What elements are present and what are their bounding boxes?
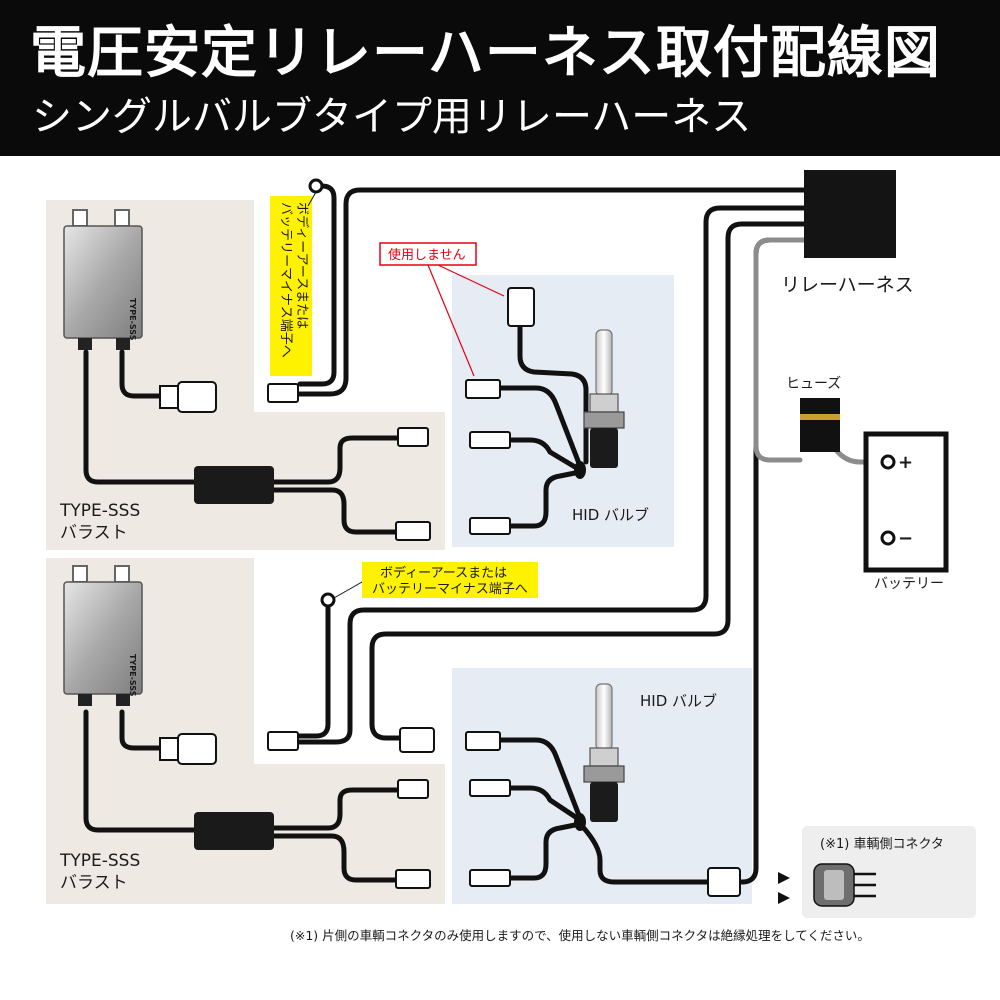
ballast-unit-icon	[63, 209, 143, 350]
wiring-diagram: リレーハーネス ヒューズ + − バッテリー TYPE-SSS TYPE-SSS	[46, 170, 976, 943]
wire-ground-lower	[293, 597, 331, 739]
wire-relay-lower-ballast	[369, 221, 809, 741]
bulb-panel-upper	[452, 275, 674, 547]
battery-label: バッテリー	[874, 576, 944, 592]
connector-icon	[159, 733, 217, 765]
wire-ballast-lower-hv	[119, 709, 163, 751]
connector-icon	[465, 379, 501, 399]
wire-fuse-battery	[833, 447, 879, 465]
ground-note-pointer	[333, 581, 363, 599]
relay-harness-label: リレーハーネス	[781, 274, 914, 296]
wire-igniter-lower-b	[269, 833, 399, 883]
vehicle-connector-label: (※1) 車輌側コネクタ	[820, 837, 944, 852]
wire-ballast-upper-hv	[119, 349, 163, 399]
connector-icon	[267, 383, 299, 403]
connector-icon	[813, 863, 876, 907]
fuse-icon	[800, 398, 840, 452]
wire-upper-bulb-hv	[497, 385, 583, 469]
wire-upper-bulb-a	[507, 437, 583, 473]
ballast-label-upper-2: バラスト	[60, 523, 128, 543]
wire-upper-bulb-b	[507, 469, 583, 529]
connector-icon	[465, 731, 501, 751]
battery-minus-sign: −	[898, 528, 913, 549]
ballast-case-text: TYPE-SSS	[128, 298, 137, 341]
igniter-box-icon	[194, 466, 274, 504]
hid-bulb-label-upper: HID バルブ	[572, 506, 649, 524]
ring-terminal-icon	[320, 592, 336, 608]
connector-icon	[399, 727, 435, 753]
wire-ground-upper	[297, 183, 337, 387]
connector-icon	[469, 869, 511, 887]
footnote: (※1) 片側の車輌コネクタのみ使用しますので、使用しない車輌側コネクタは絶縁処…	[290, 928, 870, 943]
battery-icon	[863, 431, 949, 573]
wire-lower-bulb-hv	[495, 737, 583, 821]
ballast-label-upper-1: TYPE-SSS	[59, 501, 140, 521]
connector-icon	[395, 869, 431, 889]
battery-plus-sign: +	[898, 452, 913, 473]
ground-note-lower-line2: バッテリーマイナス端子へ	[372, 582, 528, 597]
page-subtitle: シングルバルブタイプ用リレーハーネス	[32, 94, 752, 140]
wire-igniter-upper-a	[269, 435, 401, 485]
wire-relay-upper-ballast	[287, 187, 809, 397]
connector-icon	[507, 287, 535, 327]
connector-icon	[397, 427, 429, 447]
wire-ballast-upper-igniter	[83, 349, 199, 485]
ring-terminal-icon	[308, 178, 324, 194]
ballast-panel-upper	[46, 200, 445, 550]
wire-relay-lower-bulb	[753, 237, 809, 703]
ground-note-upper-line2: バッテリーマイナス端子へ	[278, 202, 293, 358]
connector-icon	[267, 731, 299, 751]
header-bar: 電圧安定リレーハーネス取付配線図 シングルバルブタイプ用リレーハーネス	[0, 0, 1000, 156]
ground-note-upper-line1: ボディーアースまたは	[294, 202, 310, 329]
wire-relay-fuse	[753, 237, 809, 463]
wire-igniter-lower-a	[269, 787, 401, 831]
hid-bulb-icon	[574, 683, 625, 831]
connector-icon	[469, 431, 511, 449]
hid-bulb-icon	[574, 329, 625, 479]
hid-bulb-label-lower: HID バルブ	[640, 692, 717, 710]
igniter-box-icon	[194, 812, 274, 850]
connector-icon	[469, 517, 511, 535]
ballast-label-lower-2: バラスト	[60, 873, 128, 893]
ground-note-lower	[362, 562, 538, 598]
ground-note-upper	[270, 196, 312, 376]
wire-lower-vehicle	[735, 697, 759, 885]
wire-not-used	[517, 323, 589, 465]
ground-note-pointer	[307, 191, 317, 207]
ballast-unit-icon	[63, 565, 143, 706]
connector-icon	[469, 779, 511, 797]
connector-icon	[395, 521, 431, 541]
connector-icon	[397, 779, 429, 799]
ballast-label-lower-1: TYPE-SSS	[59, 851, 140, 871]
connector-icon	[707, 867, 741, 897]
wire-ballast-lower-igniter	[83, 709, 199, 833]
page-title: 電圧安定リレーハーネス取付配線図	[30, 21, 941, 86]
not-used-pointer	[437, 264, 505, 297]
arrow-icon	[778, 872, 790, 904]
not-used-pointer	[427, 264, 475, 377]
wire-lower-bulb-b	[507, 821, 583, 881]
ground-note-lower-line1: ボディーアースまたは	[380, 565, 507, 581]
wire-igniter-upper-b	[269, 487, 399, 535]
connector-icon	[159, 381, 217, 413]
not-used-label: 使用しません	[388, 247, 466, 263]
wire-lower-bulb-to-connector	[579, 823, 711, 885]
ballast-panel-lower	[46, 558, 445, 904]
relay-box-icon	[804, 170, 896, 258]
wire-relay-upper-bulb	[287, 205, 809, 745]
ballast-case-text: TYPE-SSS	[128, 654, 137, 697]
fuse-label: ヒューズ	[786, 376, 841, 392]
wire-lower-bulb-a	[507, 785, 583, 823]
